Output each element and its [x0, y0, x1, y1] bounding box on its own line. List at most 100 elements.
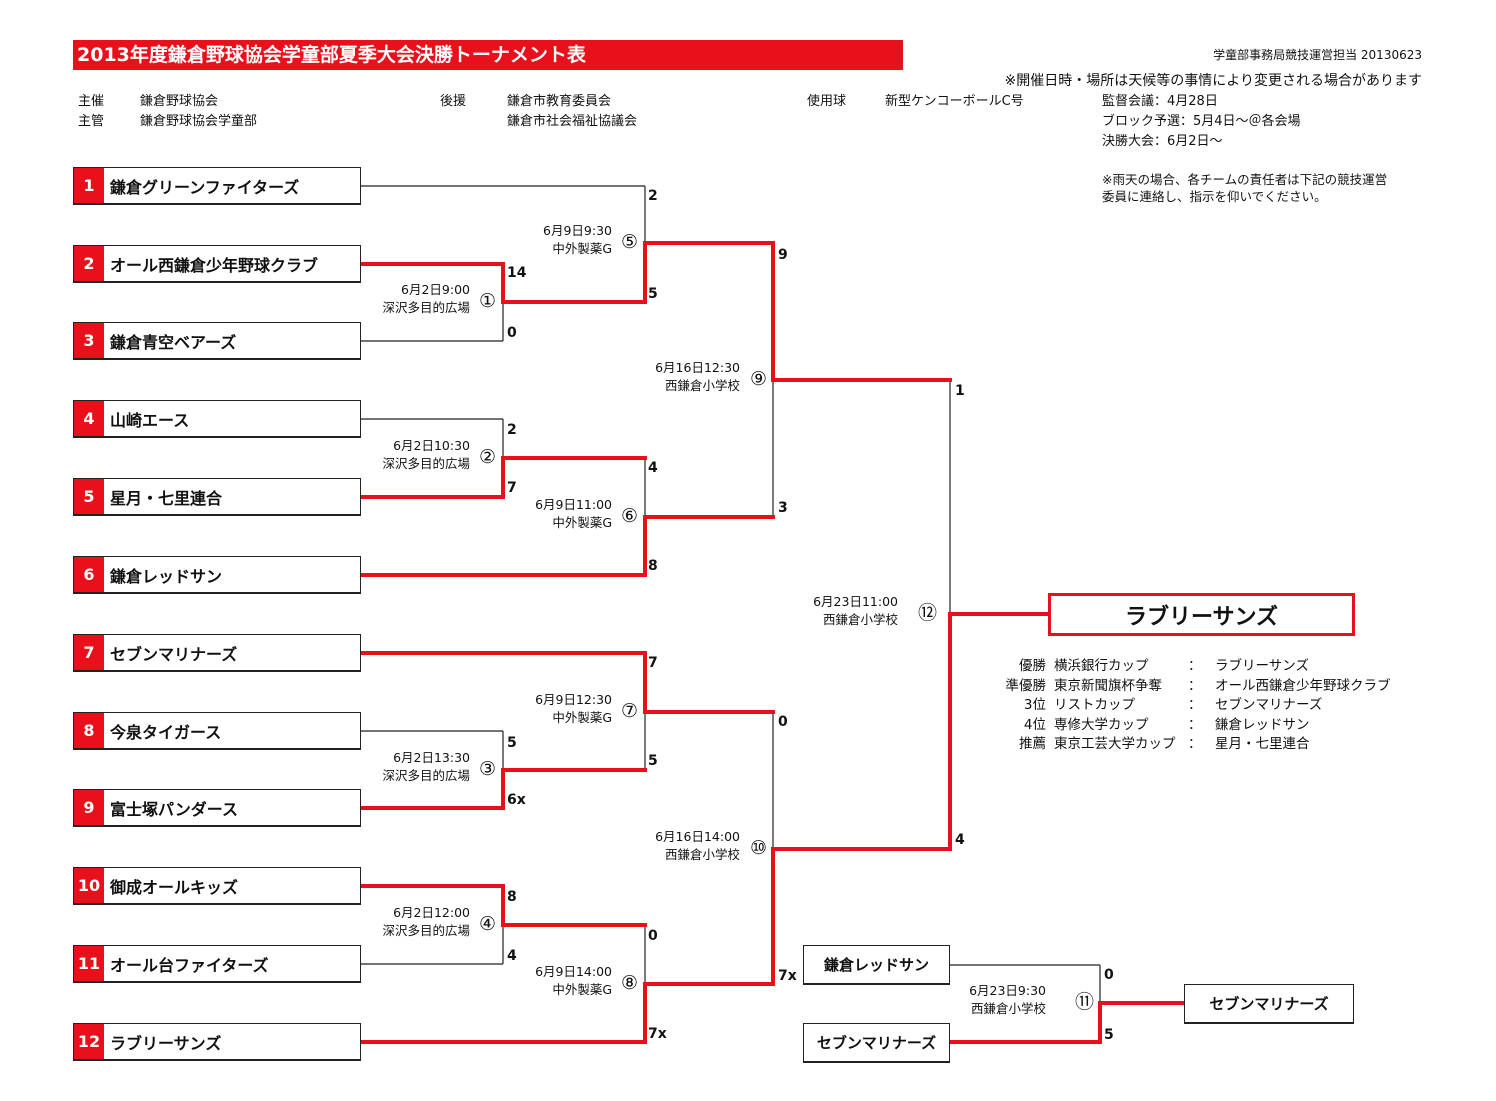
team-number: 12 — [74, 1024, 104, 1059]
match-info: 6月9日9:30 中外製薬G — [543, 222, 612, 258]
score: 0 — [778, 714, 788, 730]
match-date: 6月2日13:30 — [393, 750, 470, 765]
team-row: 8 今泉タイガース — [73, 712, 361, 750]
team-name: 星月・七里連合 — [110, 488, 223, 508]
support-label: 後援 — [440, 94, 467, 109]
score: 5 — [648, 753, 658, 769]
team-name: オール西鎌倉少年野球クラブ — [110, 255, 319, 275]
team-number: 9 — [74, 790, 104, 825]
notice: ※開催日時・場所は天候等の事情により変更される場合があります — [1004, 73, 1422, 89]
award-rank: 推薦 — [1019, 736, 1046, 752]
team-name: 富士塚パンダース — [110, 799, 239, 819]
third-place-team-a: 鎌倉レッドサン — [803, 945, 950, 985]
match-number: ⑤ — [621, 231, 639, 253]
match-date: 6月9日9:30 — [543, 223, 612, 238]
match-number: ⑩ — [750, 837, 768, 859]
team-name: 鎌倉レッドサン — [110, 566, 223, 586]
match-date: 6月2日10:30 — [393, 438, 470, 453]
score: 14 — [507, 265, 527, 281]
award-separator: ： — [1188, 736, 1202, 752]
award-rank: 4位 — [1023, 716, 1046, 733]
match-info: 6月9日11:00 中外製薬G — [535, 496, 612, 532]
team-number: 11 — [74, 946, 104, 981]
score: 3 — [778, 500, 788, 516]
team-number: 6 — [74, 557, 104, 592]
team-number: 3 — [74, 323, 104, 358]
score: 4 — [955, 832, 965, 848]
score: 0 — [507, 325, 517, 341]
match-date: 6月16日12:30 — [655, 360, 740, 375]
award-separator: ： — [1188, 716, 1202, 733]
score: 5 — [1104, 1027, 1114, 1043]
award-team: ラブリーサンズ — [1215, 658, 1309, 674]
score: 0 — [1104, 967, 1114, 983]
score: 5 — [507, 735, 517, 751]
award-rank: 準優勝 — [1005, 677, 1047, 694]
match-date: 6月23日9:30 — [969, 983, 1046, 998]
match-date: 6月9日14:00 — [535, 964, 612, 979]
award-team: 星月・七里連合 — [1215, 736, 1310, 752]
team-row: 6 鎌倉レッドサン — [73, 556, 361, 594]
organizer-label: 主管 — [78, 114, 105, 129]
score: 9 — [778, 247, 788, 263]
award-rank: 優勝 — [1019, 658, 1046, 674]
match-date: 6月2日12:00 — [393, 905, 470, 920]
team-row: 12 ラブリーサンズ — [73, 1023, 361, 1061]
match-venue: 中外製薬G — [552, 241, 612, 256]
team-number: 4 — [74, 401, 104, 436]
match-venue: 中外製薬G — [552, 710, 612, 725]
match-venue: 中外製薬G — [552, 515, 612, 530]
schedule-1: 監督会議：4月28日 — [1102, 94, 1218, 109]
award-cup: 東京工芸大学カップ — [1054, 736, 1176, 752]
team-number: 1 — [74, 168, 104, 203]
match-number: ② — [479, 446, 497, 468]
match-number: ⑧ — [621, 972, 639, 994]
match-info: 6月9日12:30 中外製薬G — [535, 691, 612, 727]
team-number: 7 — [74, 635, 104, 670]
award-separator: ： — [1188, 697, 1202, 713]
team-number: 8 — [74, 713, 104, 748]
award-cup: 専修大学カップ — [1054, 716, 1149, 733]
match-number: ⑨ — [750, 368, 768, 390]
organizer: 鎌倉野球協会学童部 — [140, 114, 258, 129]
team-number: 10 — [74, 868, 104, 903]
team-name: ラブリーサンズ — [110, 1033, 222, 1053]
match-number: ③ — [479, 758, 497, 780]
score: 6x — [507, 792, 526, 808]
team-row: 9 富士塚パンダース — [73, 789, 361, 827]
page-title: 2013年度鎌倉野球協会学童部夏季大会決勝トーナメント表 — [73, 40, 903, 70]
match-venue: 深沢多目的広場 — [382, 768, 470, 783]
award-cup: 東京新聞旗杯争奪 — [1054, 677, 1162, 694]
support-2: 鎌倉市社会福祉協議会 — [507, 114, 638, 129]
award-team: オール西鎌倉少年野球クラブ — [1215, 677, 1391, 694]
host: 鎌倉野球協会 — [140, 94, 219, 109]
match-date: 6月9日12:30 — [535, 692, 612, 707]
match-venue: 中外製薬G — [552, 982, 612, 997]
score: 8 — [648, 558, 658, 574]
team-name: 今泉タイガース — [110, 722, 222, 742]
match-number: ① — [479, 290, 497, 312]
match-number: ⑪ — [1075, 991, 1095, 1013]
match-venue: 深沢多目的広場 — [382, 300, 470, 315]
team-name: オール台ファイターズ — [110, 955, 269, 975]
match-date: 6月9日11:00 — [535, 497, 612, 512]
third-place-winner: セブンマリナーズ — [1184, 984, 1354, 1024]
score: 7 — [648, 655, 658, 671]
score: 2 — [507, 422, 517, 438]
team-name: 鎌倉青空ベアーズ — [110, 332, 237, 352]
match-date: 6月23日11:00 — [813, 594, 898, 609]
ball: 新型ケンコーボールC号 — [885, 94, 1024, 109]
